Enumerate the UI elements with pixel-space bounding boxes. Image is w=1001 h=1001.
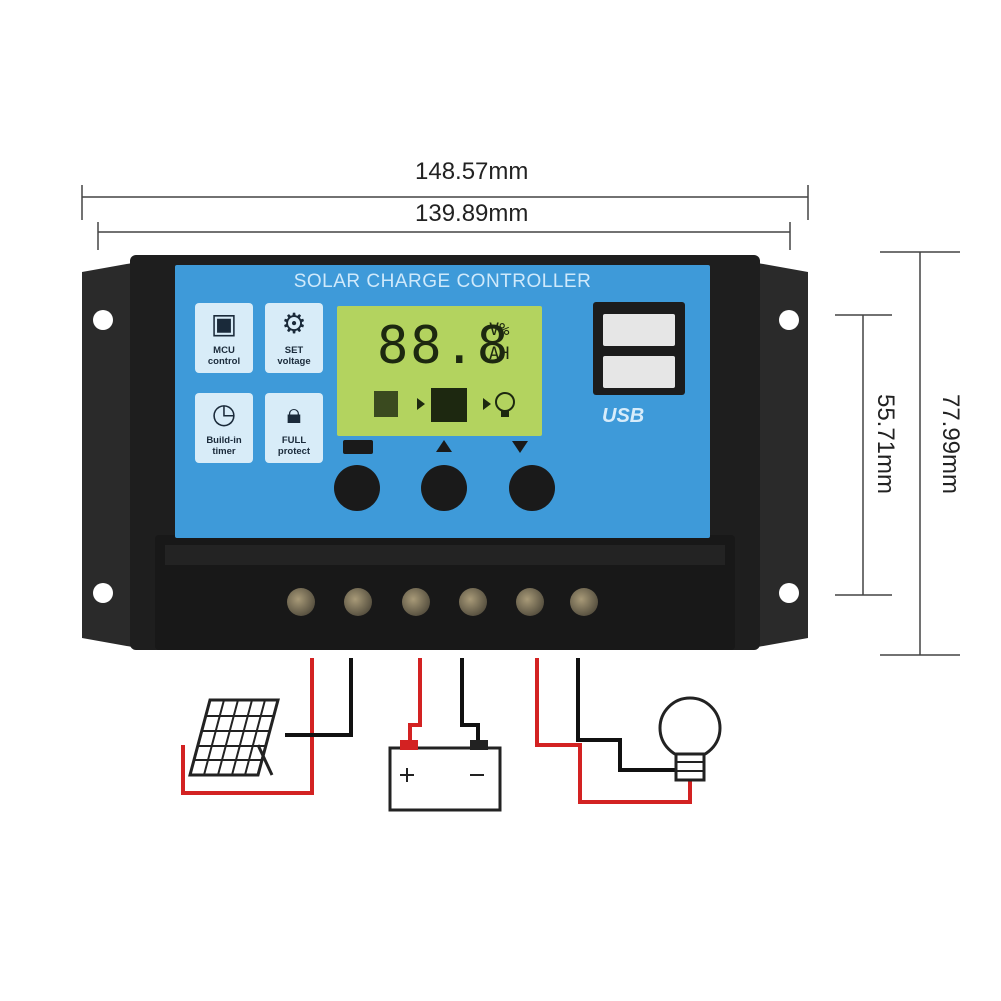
- usb-ports: [593, 302, 685, 395]
- down-icon: [512, 441, 528, 453]
- mount-hole-bottom-right: [779, 583, 799, 603]
- terminal-screw: [570, 588, 598, 616]
- lcd-unit-top: V%: [489, 320, 510, 340]
- bulb-icon: [658, 696, 722, 782]
- outer-width-label: 148.57mm: [415, 158, 529, 185]
- battery-icon: [431, 388, 467, 422]
- gear-icon: ⚙: [281, 308, 307, 339]
- terminal-screw: [459, 588, 487, 616]
- usb-label: USB: [602, 405, 645, 427]
- terminal-screw: [344, 588, 372, 616]
- lcd-display: 88.8 V% AH: [337, 306, 542, 436]
- solar-panel-icon: [374, 391, 398, 417]
- solar-panel-icon: [188, 698, 280, 777]
- clock-icon: ◷: [211, 398, 237, 429]
- inner-width-label: 139.89mm: [415, 200, 529, 227]
- lock-icon: 🔒︎: [286, 398, 302, 429]
- up-icon: [436, 440, 452, 452]
- arrow-icon: [405, 398, 425, 410]
- battery-icon: [388, 740, 502, 812]
- up-button[interactable]: [421, 465, 467, 511]
- mount-hole-top-right: [779, 310, 799, 330]
- arrow-icon: [473, 398, 491, 410]
- terminal-screw: [402, 588, 430, 616]
- terminal-screw: [516, 588, 544, 616]
- usb-port-2[interactable]: [603, 356, 675, 388]
- terminal-screw: [287, 588, 315, 616]
- lcd-flow-icons: [374, 388, 515, 422]
- panel-title: SOLAR CHARGE CONTROLLER: [293, 271, 592, 292]
- usb-port-1[interactable]: [603, 314, 675, 346]
- lcd-unit-bottom: AH: [489, 344, 510, 364]
- mount-hole-top-left: [93, 310, 113, 330]
- chip-icon: ▣: [210, 308, 238, 339]
- down-button[interactable]: [509, 465, 555, 511]
- menu-icon: [343, 440, 373, 454]
- mount-hole-bottom-left: [93, 583, 113, 603]
- menu-button[interactable]: [334, 465, 380, 511]
- lcd-digits: 88.8: [377, 316, 511, 376]
